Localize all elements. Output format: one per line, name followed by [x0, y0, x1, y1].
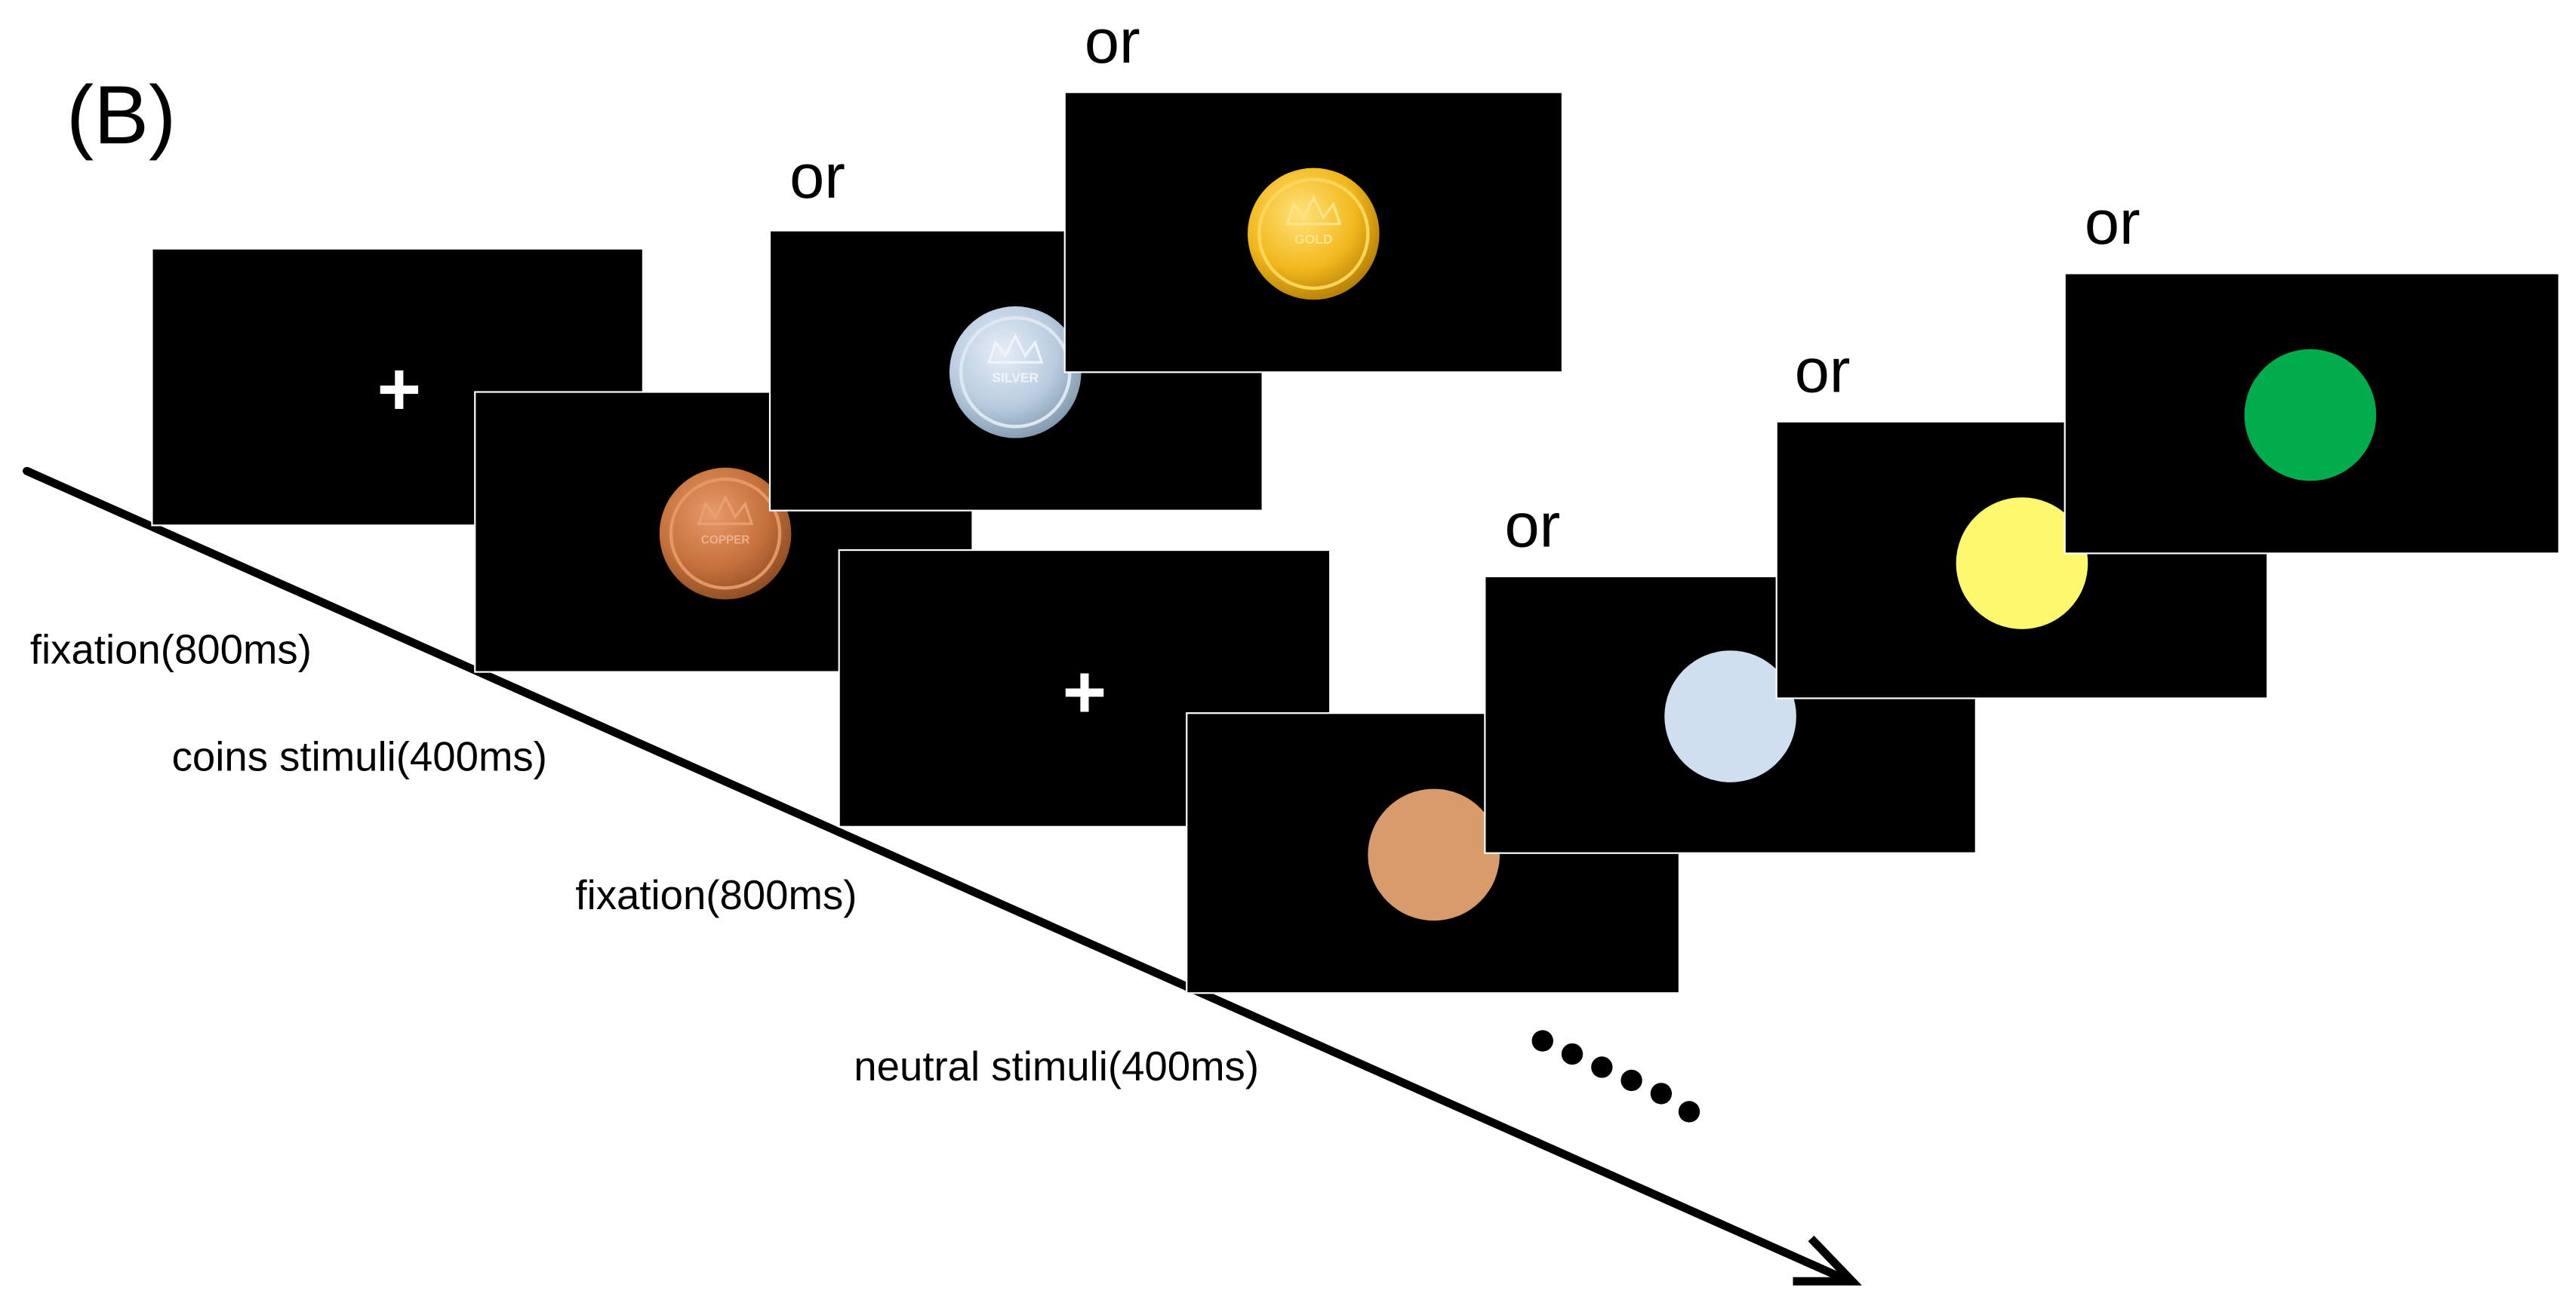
copper-coin-text: COPPER — [701, 533, 749, 546]
gold-coin-screen: or GOLD — [1063, 6, 1564, 373]
timeline-label-coins: coins stimuli(400ms) — [172, 734, 547, 780]
silver-coin-text: SILVER — [992, 370, 1039, 385]
fixation-screen-2: + — [838, 549, 1331, 828]
copper-coin-icon: COPPER — [659, 467, 792, 600]
neutral-copper-disc-icon — [1368, 788, 1500, 921]
neutral-gold-disc-icon — [1956, 497, 2088, 629]
neutral-silver-disc-icon — [1664, 650, 1796, 782]
panel-label: (B) — [66, 69, 176, 161]
or-label-silver: or — [789, 141, 845, 211]
timeline-arrow — [23, 466, 1862, 1286]
timeline-label-fixation-1: fixation(800ms) — [30, 627, 312, 673]
continuation-dots-icon — [1531, 1030, 1700, 1123]
fixation-cross-icon: + — [377, 347, 422, 432]
or-label-neutral-gold: or — [1795, 336, 1851, 406]
gold-coin-icon: GOLD — [1248, 167, 1380, 300]
timeline-label-fixation-2: fixation(800ms) — [575, 872, 857, 918]
fixation-cross-icon: + — [1063, 650, 1107, 735]
or-label-gold: or — [1085, 6, 1140, 76]
gold-coin-text: GOLD — [1294, 232, 1332, 247]
timeline-label-neutral: neutral stimuli(400ms) — [854, 1043, 1259, 1089]
neutral-disc-screen-green: or — [2064, 187, 2560, 555]
neutral-green-disc-icon — [2244, 349, 2377, 481]
or-label-neutral-green: or — [2085, 187, 2141, 257]
or-label-neutral-silver: or — [1505, 490, 1561, 561]
silver-coin-icon: SILVER — [949, 306, 1082, 438]
neutral-disc-screen-silver: or — [1484, 490, 1977, 854]
